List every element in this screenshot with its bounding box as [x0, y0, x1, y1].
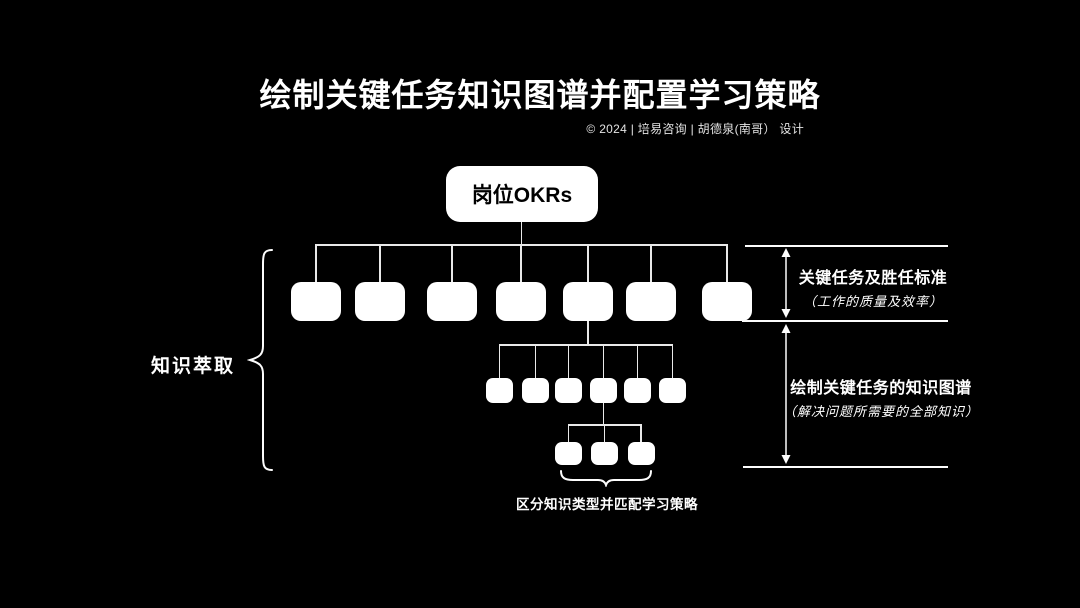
annotation-rule-top [745, 245, 948, 247]
level2-riser-line [587, 321, 589, 344]
annotation-title: 绘制关键任务的知识图谱 [790, 380, 972, 397]
level1-drop-line [451, 244, 453, 282]
level2-drop-line [534, 344, 537, 378]
level1-drop-line [315, 244, 317, 282]
level2-drop-line [602, 344, 605, 378]
level1-node [355, 282, 405, 321]
annotation-rule-bottom [743, 466, 948, 468]
annotation-knowledge-map: 绘制关键任务的知识图谱 （解决问题所需要的全部知识） [770, 374, 992, 420]
level2-drop-line [567, 344, 570, 378]
level2-drop-line [636, 344, 639, 378]
level2-drop-line [671, 344, 674, 378]
bottom-brace-icon [560, 470, 652, 487]
root-riser-line [520, 222, 522, 244]
level3-node [591, 442, 618, 465]
level1-node [563, 282, 613, 321]
double-arrow-icon [781, 324, 791, 464]
level1-drop-line [726, 244, 728, 282]
double-arrow-icon [781, 248, 791, 318]
level1-node [626, 282, 676, 321]
page-title: 绘制关键任务知识图谱并配置学习策略 [259, 77, 821, 113]
level1-drop-line [520, 244, 522, 282]
level2-node [590, 378, 617, 403]
annotation-rule-middle [742, 320, 948, 322]
level1-node [291, 282, 341, 321]
bottom-caption: 区分知识类型并匹配学习策略 [516, 497, 698, 512]
level3-node [555, 442, 582, 465]
level2-node [555, 378, 582, 403]
level1-node [496, 282, 546, 321]
level1-node [427, 282, 477, 321]
level1-node [702, 282, 752, 321]
annotation-note: （解决问题所需要的全部知识） [782, 405, 979, 420]
level3-node [627, 442, 655, 465]
left-label: 知识萃取 [150, 356, 235, 377]
annotation-note: （工作的质量及效率） [802, 295, 943, 310]
level2-node [522, 378, 549, 403]
level2-node [486, 378, 513, 403]
left-brace-icon [247, 249, 273, 471]
level3-drop-line [640, 424, 642, 442]
level2-drop-line [498, 344, 501, 378]
root-node: 岗位OKRs [446, 166, 598, 222]
level3-drop-line [567, 424, 570, 442]
credit-line: © 2024 | 培易咨询 | 胡德泉(南哥） 设计 [586, 122, 804, 136]
level3-drop-line [603, 424, 606, 442]
level1-drop-line [379, 244, 381, 282]
annotation-title: 关键任务及胜任标准 [798, 270, 948, 287]
level2-node [659, 378, 686, 403]
level2-connector-line [498, 344, 673, 346]
root-node-label: 岗位OKRs [471, 184, 573, 207]
level1-drop-line [650, 244, 652, 282]
annotation-key-tasks: 关键任务及胜任标准 （工作的质量及效率） [762, 264, 984, 310]
level1-drop-line [587, 244, 589, 282]
level3-riser-line [602, 403, 605, 424]
level2-node [624, 378, 651, 403]
